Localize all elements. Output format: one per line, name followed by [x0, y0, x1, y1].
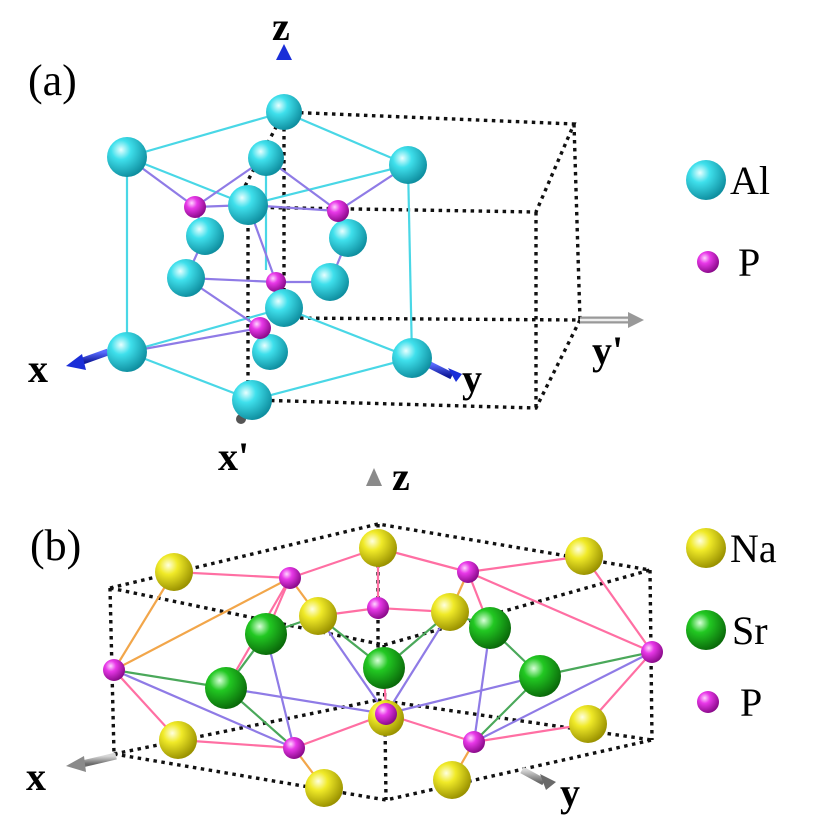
p-atom — [184, 196, 206, 218]
na-atom — [305, 769, 343, 807]
sr-atom — [519, 655, 561, 697]
panel-b-atoms — [103, 529, 663, 807]
axis-label-y: y — [560, 770, 580, 815]
sr-atom — [469, 607, 511, 649]
legend-p-icon — [697, 251, 719, 273]
axis-label-x: x — [28, 346, 48, 391]
panel-a-legend: Al P — [686, 158, 770, 285]
al-atom — [228, 185, 268, 225]
axis-label-x: x — [26, 754, 46, 799]
y-axis-arrow — [448, 368, 462, 382]
legend-sr-icon — [686, 610, 726, 650]
al-atom — [232, 380, 272, 420]
al-atom — [186, 217, 224, 255]
x-axis-arrow — [66, 756, 86, 772]
p-atom — [367, 597, 389, 619]
legend-p-label: P — [738, 240, 760, 285]
al-atom — [266, 94, 302, 130]
axis-label-z: z — [272, 4, 290, 49]
na-atom — [155, 553, 193, 591]
p-atom — [463, 731, 485, 753]
sr-atom — [205, 667, 247, 709]
al-atom — [265, 289, 303, 327]
al-atom — [107, 137, 147, 177]
na-atom — [159, 721, 197, 759]
axis-label-z: z — [392, 454, 410, 499]
legend-al-label: Al — [730, 158, 770, 203]
p-atom — [249, 317, 271, 339]
al-atom — [329, 219, 367, 257]
na-atom — [565, 537, 603, 575]
al-atom — [107, 332, 147, 372]
panel-a-axes: z x y x' y' — [28, 4, 644, 479]
na-atom — [569, 705, 607, 743]
z-axis-arrow — [276, 44, 292, 60]
legend-sr-label: Sr — [732, 608, 768, 653]
al-atom — [252, 334, 288, 370]
na-atom — [433, 761, 471, 799]
panel-a-dashed-cell — [231, 110, 582, 410]
p-atom — [266, 272, 286, 292]
p-atom — [103, 659, 125, 681]
na-atom — [299, 597, 337, 635]
panel-b: (b) — [26, 454, 777, 815]
legend-p-label: P — [740, 680, 762, 725]
panel-a: (a) — [28, 4, 770, 479]
panel-b-axes: z x y — [26, 454, 580, 815]
legend-p-icon — [697, 691, 719, 713]
p-atom — [327, 200, 349, 222]
na-atom — [431, 593, 469, 631]
al-atom — [392, 338, 432, 378]
y-axis-arrow — [540, 774, 556, 790]
z-axis-arrow — [366, 468, 382, 486]
p-atom — [375, 703, 397, 725]
legend-al-icon — [686, 160, 726, 200]
y-prime-axis-arrow — [628, 312, 644, 328]
axis-label-y-prime: y' — [592, 328, 623, 373]
al-atom — [167, 259, 205, 297]
p-atom — [283, 737, 305, 759]
panel-b-legend: Na Sr P — [686, 526, 777, 725]
axis-label-y: y — [462, 356, 482, 401]
p-atom — [457, 561, 479, 583]
al-atom — [389, 146, 427, 184]
axis-label-x-prime: x' — [218, 434, 249, 479]
na-atom — [359, 529, 397, 567]
panel-a-label: (a) — [28, 56, 77, 105]
panel-b-label: (b) — [30, 521, 81, 570]
sr-atom — [245, 613, 287, 655]
x-axis-arrow — [66, 354, 86, 370]
legend-na-icon — [686, 528, 726, 568]
al-atom — [311, 263, 349, 301]
al-atom — [248, 140, 284, 176]
sr-atom — [363, 647, 405, 689]
legend-na-label: Na — [730, 526, 777, 571]
p-atom — [641, 641, 663, 663]
panel-a-atoms — [107, 94, 432, 420]
p-atom — [279, 567, 301, 589]
